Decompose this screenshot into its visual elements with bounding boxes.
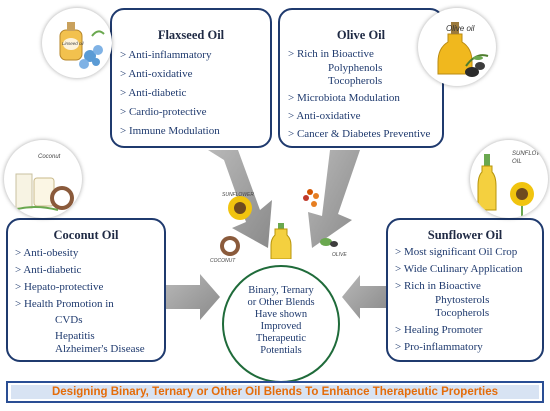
blends-line: Potentials: [260, 345, 302, 356]
flaxseed-item: > Anti-oxidative: [120, 68, 193, 80]
blends-text: Binary, Ternary or Other Blends Have sho…: [224, 285, 338, 357]
flaxseed-oil-box: Flaxseed Oil > Anti-inflammatory > Anti-…: [110, 8, 272, 148]
sunflower-oil-illustration: SUNFLOWER OIL: [470, 140, 548, 218]
flaxseed-oil-title: Flaxseed Oil: [157, 28, 225, 42]
sunflower-item: > Rich in Bioactive: [395, 280, 481, 292]
blends-line: or Other Blends: [247, 297, 315, 308]
coconut-item: > Anti-obesity: [15, 247, 79, 259]
flaxseed-item: > Cardio-protective: [120, 106, 207, 118]
flaxseed-item: > Immune Modulation: [120, 125, 220, 137]
sunflower-sub-item: Phytosterols: [435, 294, 490, 306]
seeds-icon: [303, 189, 319, 207]
sunflower-bottle-icon: [477, 154, 534, 216]
center-coconut-label: COCONUT: [210, 258, 236, 264]
coconut-oil-illustration: Coconut: [4, 140, 82, 218]
oil-bottle-icon: [270, 223, 292, 259]
sunflower-jar-label: SUNFLOWER OIL: [512, 151, 548, 165]
olive-oil-title: Olive Oil: [336, 28, 386, 42]
olive-item: > Microbiota Modulation: [288, 92, 400, 104]
sunflower-oil-title: Sunflower Oil: [427, 228, 503, 242]
olive-icon: [320, 238, 338, 247]
coconut-sub-item: CVDs: [55, 314, 83, 326]
bottom-banner: Designing Binary, Ternary or Other Oil B…: [6, 381, 544, 403]
coconut-jar-icon: [13, 173, 74, 211]
flaxseed-bottle-icon: [59, 22, 105, 69]
coconut-item: > Anti-diabetic: [15, 264, 82, 276]
coconut-oil-title: Coconut Oil: [53, 228, 119, 242]
flaxseed-item: > Anti-diabetic: [120, 87, 187, 99]
center-olive-label: OLIVE: [332, 252, 347, 258]
sunflower-sub-item: Tocopherols: [435, 307, 490, 319]
flax-jar-label: Linseed oil: [62, 41, 84, 46]
sunflower-icon: [228, 196, 252, 220]
arrow-olive: [308, 150, 360, 248]
coconut-item: > Hepato-protective: [15, 281, 104, 293]
sunflower-item: > Pro-inflammatory: [395, 341, 483, 353]
sunflower-item: > Wide Culinary Application: [395, 263, 523, 275]
blends-line: Have shown: [254, 309, 308, 320]
olive-oil-box: Olive Oil > Rich in Bioactive Polyphenol…: [278, 8, 444, 148]
sunflower-item: > Healing Promoter: [395, 324, 483, 336]
olive-item: > Anti-oxidative: [288, 110, 361, 122]
olive-sub-item: Tocopherols: [328, 75, 383, 87]
blends-line: Therapeutic: [255, 333, 307, 344]
sunflower-oil-box: Sunflower Oil > Most significant Oil Cro…: [386, 218, 544, 362]
blends-circle: Binary, Ternary or Other Blends Have sho…: [222, 223, 340, 383]
sunflower-item: > Most significant Oil Crop: [395, 246, 518, 258]
coconut-jar-label: Coconut: [38, 154, 61, 160]
center-sunflower-label: SUNFLOWER: [222, 192, 254, 198]
coconut-item: > Health Promotion in: [15, 298, 114, 310]
arrow-coconut: [166, 274, 220, 320]
center-decorations: [220, 189, 338, 256]
olive-jar-label: Olive oil: [446, 24, 475, 33]
olive-item: > Rich in Bioactive: [288, 48, 374, 60]
coconut-icon: [220, 236, 240, 256]
olive-item: > Cancer & Diabetes Preventive: [288, 128, 431, 140]
olive-sub-item: Polyphenols: [328, 62, 383, 74]
blends-line: Binary, Ternary: [248, 285, 314, 296]
banner-text: Designing Binary, Ternary or Other Oil B…: [11, 385, 539, 399]
coconut-oil-box: Coconut Oil > Anti-obesity > Anti-diabet…: [6, 218, 166, 362]
coconut-sub-item: Alzheimer's Disease: [55, 343, 145, 355]
coconut-sub-item: Hepatitis: [55, 330, 95, 342]
arrow-sunflower: [342, 275, 386, 319]
blends-line: Improved: [260, 321, 302, 332]
flaxseed-oil-illustration: Linseed oil: [42, 8, 112, 78]
olive-bottle-icon: [437, 22, 489, 77]
flaxseed-item: > Anti-inflammatory: [120, 49, 212, 61]
olive-oil-illustration: Olive oil: [418, 8, 496, 86]
